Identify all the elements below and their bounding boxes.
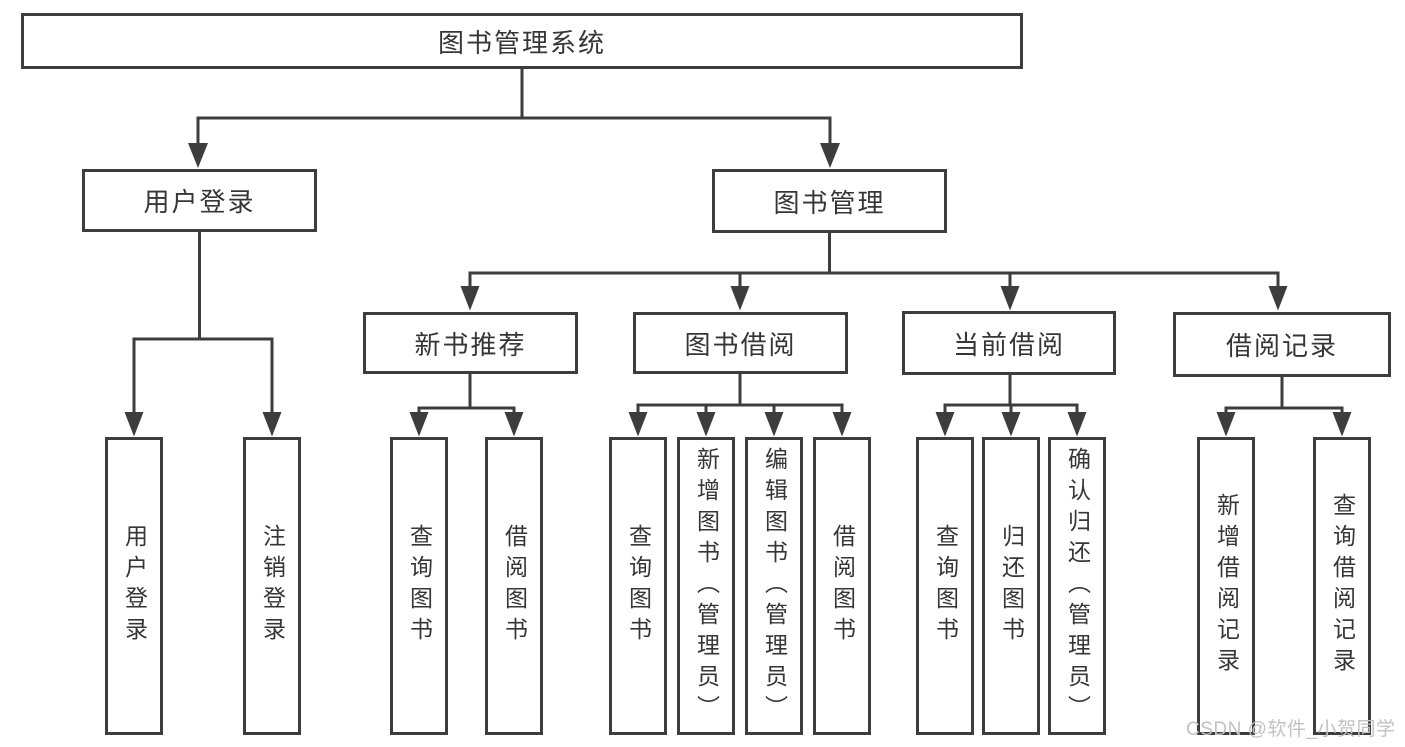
node-leaf-edit-books-admin: 编辑图书（管理员） — [745, 437, 803, 735]
node-leaf-query-books-borrow: 查询图书 — [609, 437, 667, 735]
node-new-book-recommendation: 新书推荐 — [363, 312, 578, 374]
node-leaf-borrow-books-recommend: 借阅图书 — [485, 437, 543, 735]
node-current-borrowing: 当前借阅 — [902, 311, 1116, 375]
node-leaf-logout: 注销登录 — [243, 437, 301, 735]
node-user-login: 用户登录 — [82, 169, 317, 232]
node-book-management-system: 图书管理系统 — [21, 13, 1023, 69]
node-leaf-query-books-current: 查询图书 — [916, 437, 974, 735]
node-leaf-borrow-books: 借阅图书 — [813, 437, 871, 735]
node-book-borrowing: 图书借阅 — [633, 312, 848, 374]
arrowheads — [124, 143, 1352, 437]
node-leaf-return-books: 归还图书 — [982, 437, 1040, 735]
node-leaf-query-books-recommend: 查询图书 — [390, 437, 448, 735]
node-book-management: 图书管理 — [712, 169, 947, 233]
node-leaf-query-borrow-record: 查询借阅记录 — [1313, 437, 1371, 735]
node-leaf-user-login: 用户登录 — [105, 437, 163, 735]
node-leaf-confirm-return-admin: 确认归还（管理员） — [1048, 437, 1106, 735]
node-leaf-add-borrow-record: 新增借阅记录 — [1197, 437, 1255, 735]
tree-edges — [132, 68, 1344, 414]
node-leaf-add-books-admin: 新增图书（管理员） — [677, 437, 735, 735]
node-borrowing-records: 借阅记录 — [1173, 312, 1391, 377]
